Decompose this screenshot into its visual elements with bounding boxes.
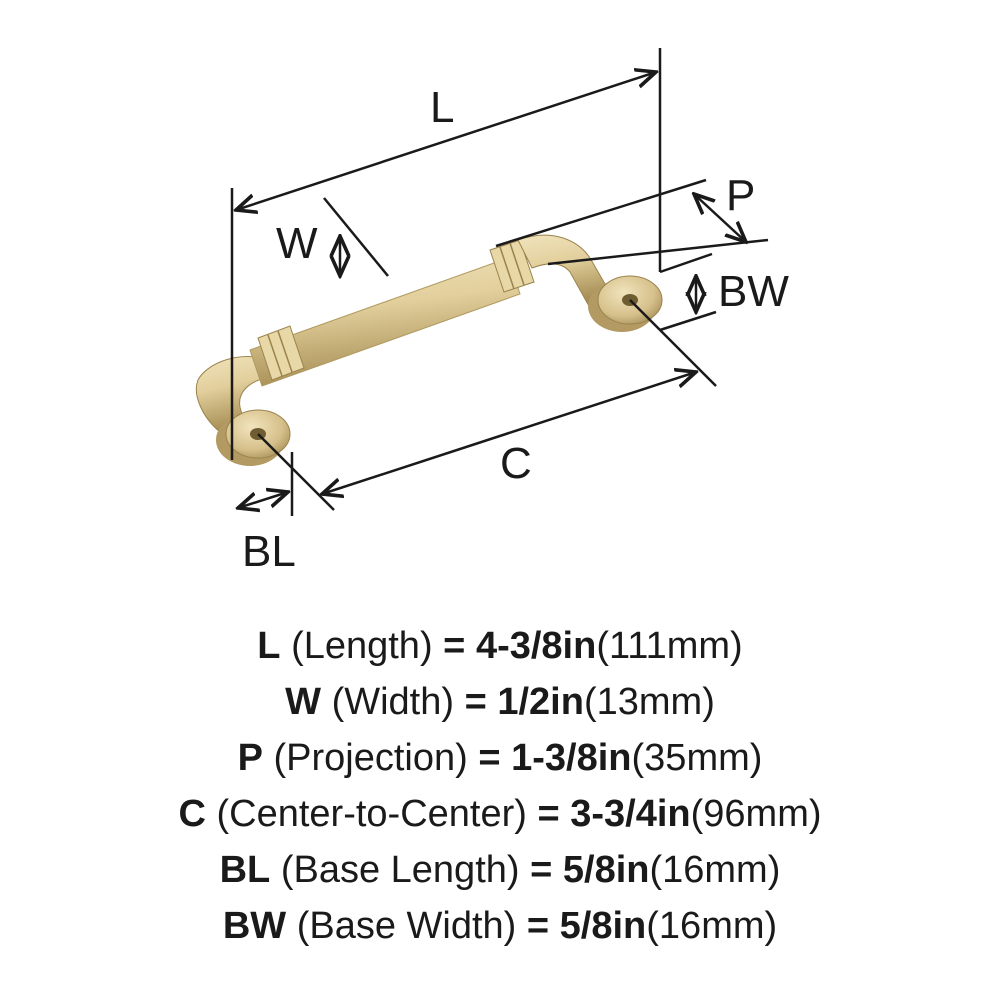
spec-code: P <box>237 737 263 779</box>
label-BL: BL <box>242 527 296 576</box>
spec-equals: = <box>478 737 501 779</box>
spec-name: (Center-to-Center) <box>216 793 527 835</box>
label-W: W <box>276 219 318 268</box>
spec-imperial: 5/8in <box>559 905 647 947</box>
center-arrow <box>322 372 696 494</box>
spec-imperial: 4-3/8in <box>475 625 597 667</box>
handle-dimension-diagram: L W P BW C BL <box>196 48 789 576</box>
cabinet-pull-illustration <box>196 234 663 466</box>
spec-equals: = <box>530 849 553 891</box>
spec-row: C (Center-to-Center) = 3-3/4in(96mm) <box>0 786 1000 842</box>
projection-extension-top <box>495 178 707 248</box>
spec-row: L (Length) = 4-3/8in(111mm) <box>0 618 1000 674</box>
spec-name: (Projection) <box>273 737 468 779</box>
spec-equals: = <box>537 793 560 835</box>
spec-imperial: 3-3/4in <box>570 793 691 835</box>
label-P: P <box>726 171 755 220</box>
spec-metric: (13mm) <box>583 681 715 723</box>
label-C: C <box>500 439 532 488</box>
spec-code: C <box>178 793 206 835</box>
spec-row: BW (Base Width) = 5/8in(16mm) <box>0 898 1000 954</box>
spec-code: L <box>257 625 281 667</box>
length-arrow <box>236 72 656 210</box>
spec-code: BW <box>222 905 287 947</box>
dimension-lines <box>230 48 769 516</box>
spec-row: BL (Base Length) = 5/8in(16mm) <box>0 842 1000 898</box>
spec-name: (Width) <box>331 681 455 723</box>
spec-equals: = <box>526 905 550 947</box>
width-extension <box>323 197 389 277</box>
spec-name: (Base Width) <box>296 905 517 947</box>
spec-metric: (111mm) <box>596 625 743 667</box>
base-width-extension-bottom <box>659 310 717 332</box>
spec-row: P (Projection) = 1-3/8in(35mm) <box>0 730 1000 786</box>
spec-metric: (16mm) <box>646 905 778 947</box>
spec-equals: = <box>464 681 487 723</box>
spec-row: W (Width) = 1/2in(13mm) <box>0 674 1000 730</box>
spec-code: W <box>285 681 322 723</box>
label-BW: BW <box>718 267 789 316</box>
spec-name: (Base Length) <box>280 849 520 891</box>
center-extension-right <box>629 299 717 387</box>
spec-imperial: 1-3/8in <box>511 737 632 779</box>
base-length-arrow <box>238 492 288 508</box>
spec-metric: (16mm) <box>649 849 781 891</box>
spec-code: BL <box>219 849 271 891</box>
handle-bar <box>249 257 521 387</box>
specification-list: L (Length) = 4-3/8in(111mm)W (Width) = 1… <box>0 618 1000 954</box>
spec-imperial: 1/2in <box>497 681 584 723</box>
spec-metric: (96mm) <box>690 793 822 835</box>
label-L: L <box>430 83 454 132</box>
projection-arrow <box>694 194 746 242</box>
spec-metric: (35mm) <box>631 737 763 779</box>
spec-equals: = <box>443 625 466 667</box>
base-width-extension-top <box>659 252 713 274</box>
spec-imperial: 5/8in <box>562 849 650 891</box>
spec-name: (Length) <box>291 625 433 667</box>
